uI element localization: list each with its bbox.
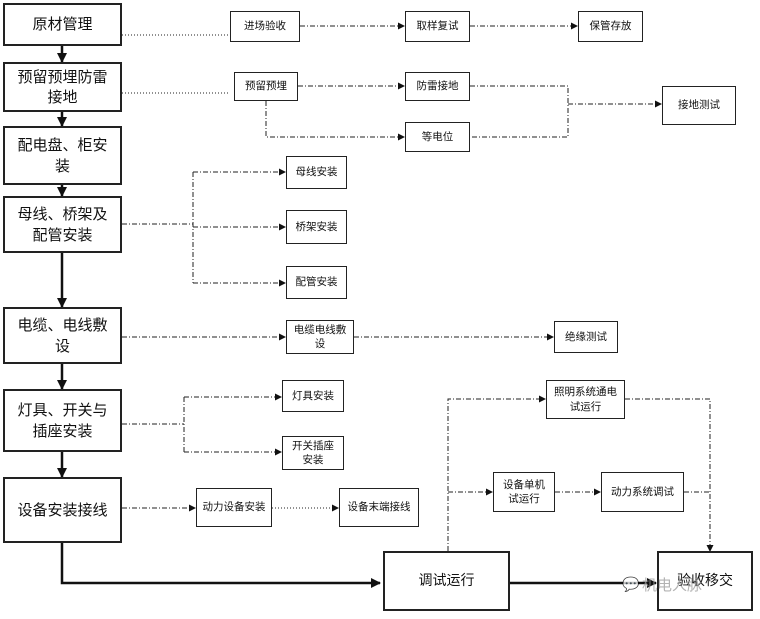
step-cable-laying: 电缆、电线敷设 [3, 307, 122, 364]
step-raw-material: 原材管理 [3, 3, 122, 46]
step-equipment-wiring: 设备安装接线 [3, 477, 122, 543]
step-busbar-tray-conduit: 母线、桥架及配管安装 [3, 196, 122, 253]
box-embedding: 预留预埋 [234, 72, 298, 101]
box-cable-wire-laying: 电缆电线敷设 [286, 320, 354, 354]
box-single-unit-trial: 设备单机试运行 [493, 472, 555, 512]
box-power-equipment-install: 动力设备安装 [196, 488, 272, 527]
box-switch-socket-install: 开关插座安装 [282, 436, 344, 470]
box-lamp-install: 灯具安装 [282, 380, 344, 412]
box-ground-test: 接地测试 [662, 86, 736, 125]
chat-bubble-icon: 💬 [622, 577, 640, 593]
watermark-text: 机电人脉 [642, 576, 703, 594]
box-sample-retest: 取样复试 [405, 11, 470, 42]
box-tray-install: 桥架安装 [286, 210, 347, 244]
box-commissioning: 调试运行 [383, 551, 510, 611]
box-terminal-wiring: 设备末端接线 [339, 488, 419, 527]
main-flow-arrows [57, 46, 657, 588]
box-storage: 保管存放 [578, 11, 643, 42]
box-equipotential: 等电位 [405, 122, 470, 152]
step-lamps-switches: 灯具、开关与插座安装 [3, 389, 122, 452]
box-conduit-install: 配管安装 [286, 266, 347, 299]
box-power-system-debug: 动力系统调试 [601, 472, 684, 512]
box-acceptance-handover: 验收移交 [657, 551, 753, 611]
box-lighting-trial-run: 照明系统通电试运行 [546, 380, 625, 419]
box-insulation-test: 绝缘测试 [554, 321, 618, 353]
box-busbar-install: 母线安装 [286, 156, 347, 189]
step-embedding-lightning: 预留预埋防雷接地 [3, 62, 122, 112]
box-lightning-grounding: 防雷接地 [405, 72, 470, 101]
box-incoming-inspection: 进场验收 [230, 11, 300, 42]
step-distribution-panel: 配电盘、柜安装 [3, 126, 122, 185]
